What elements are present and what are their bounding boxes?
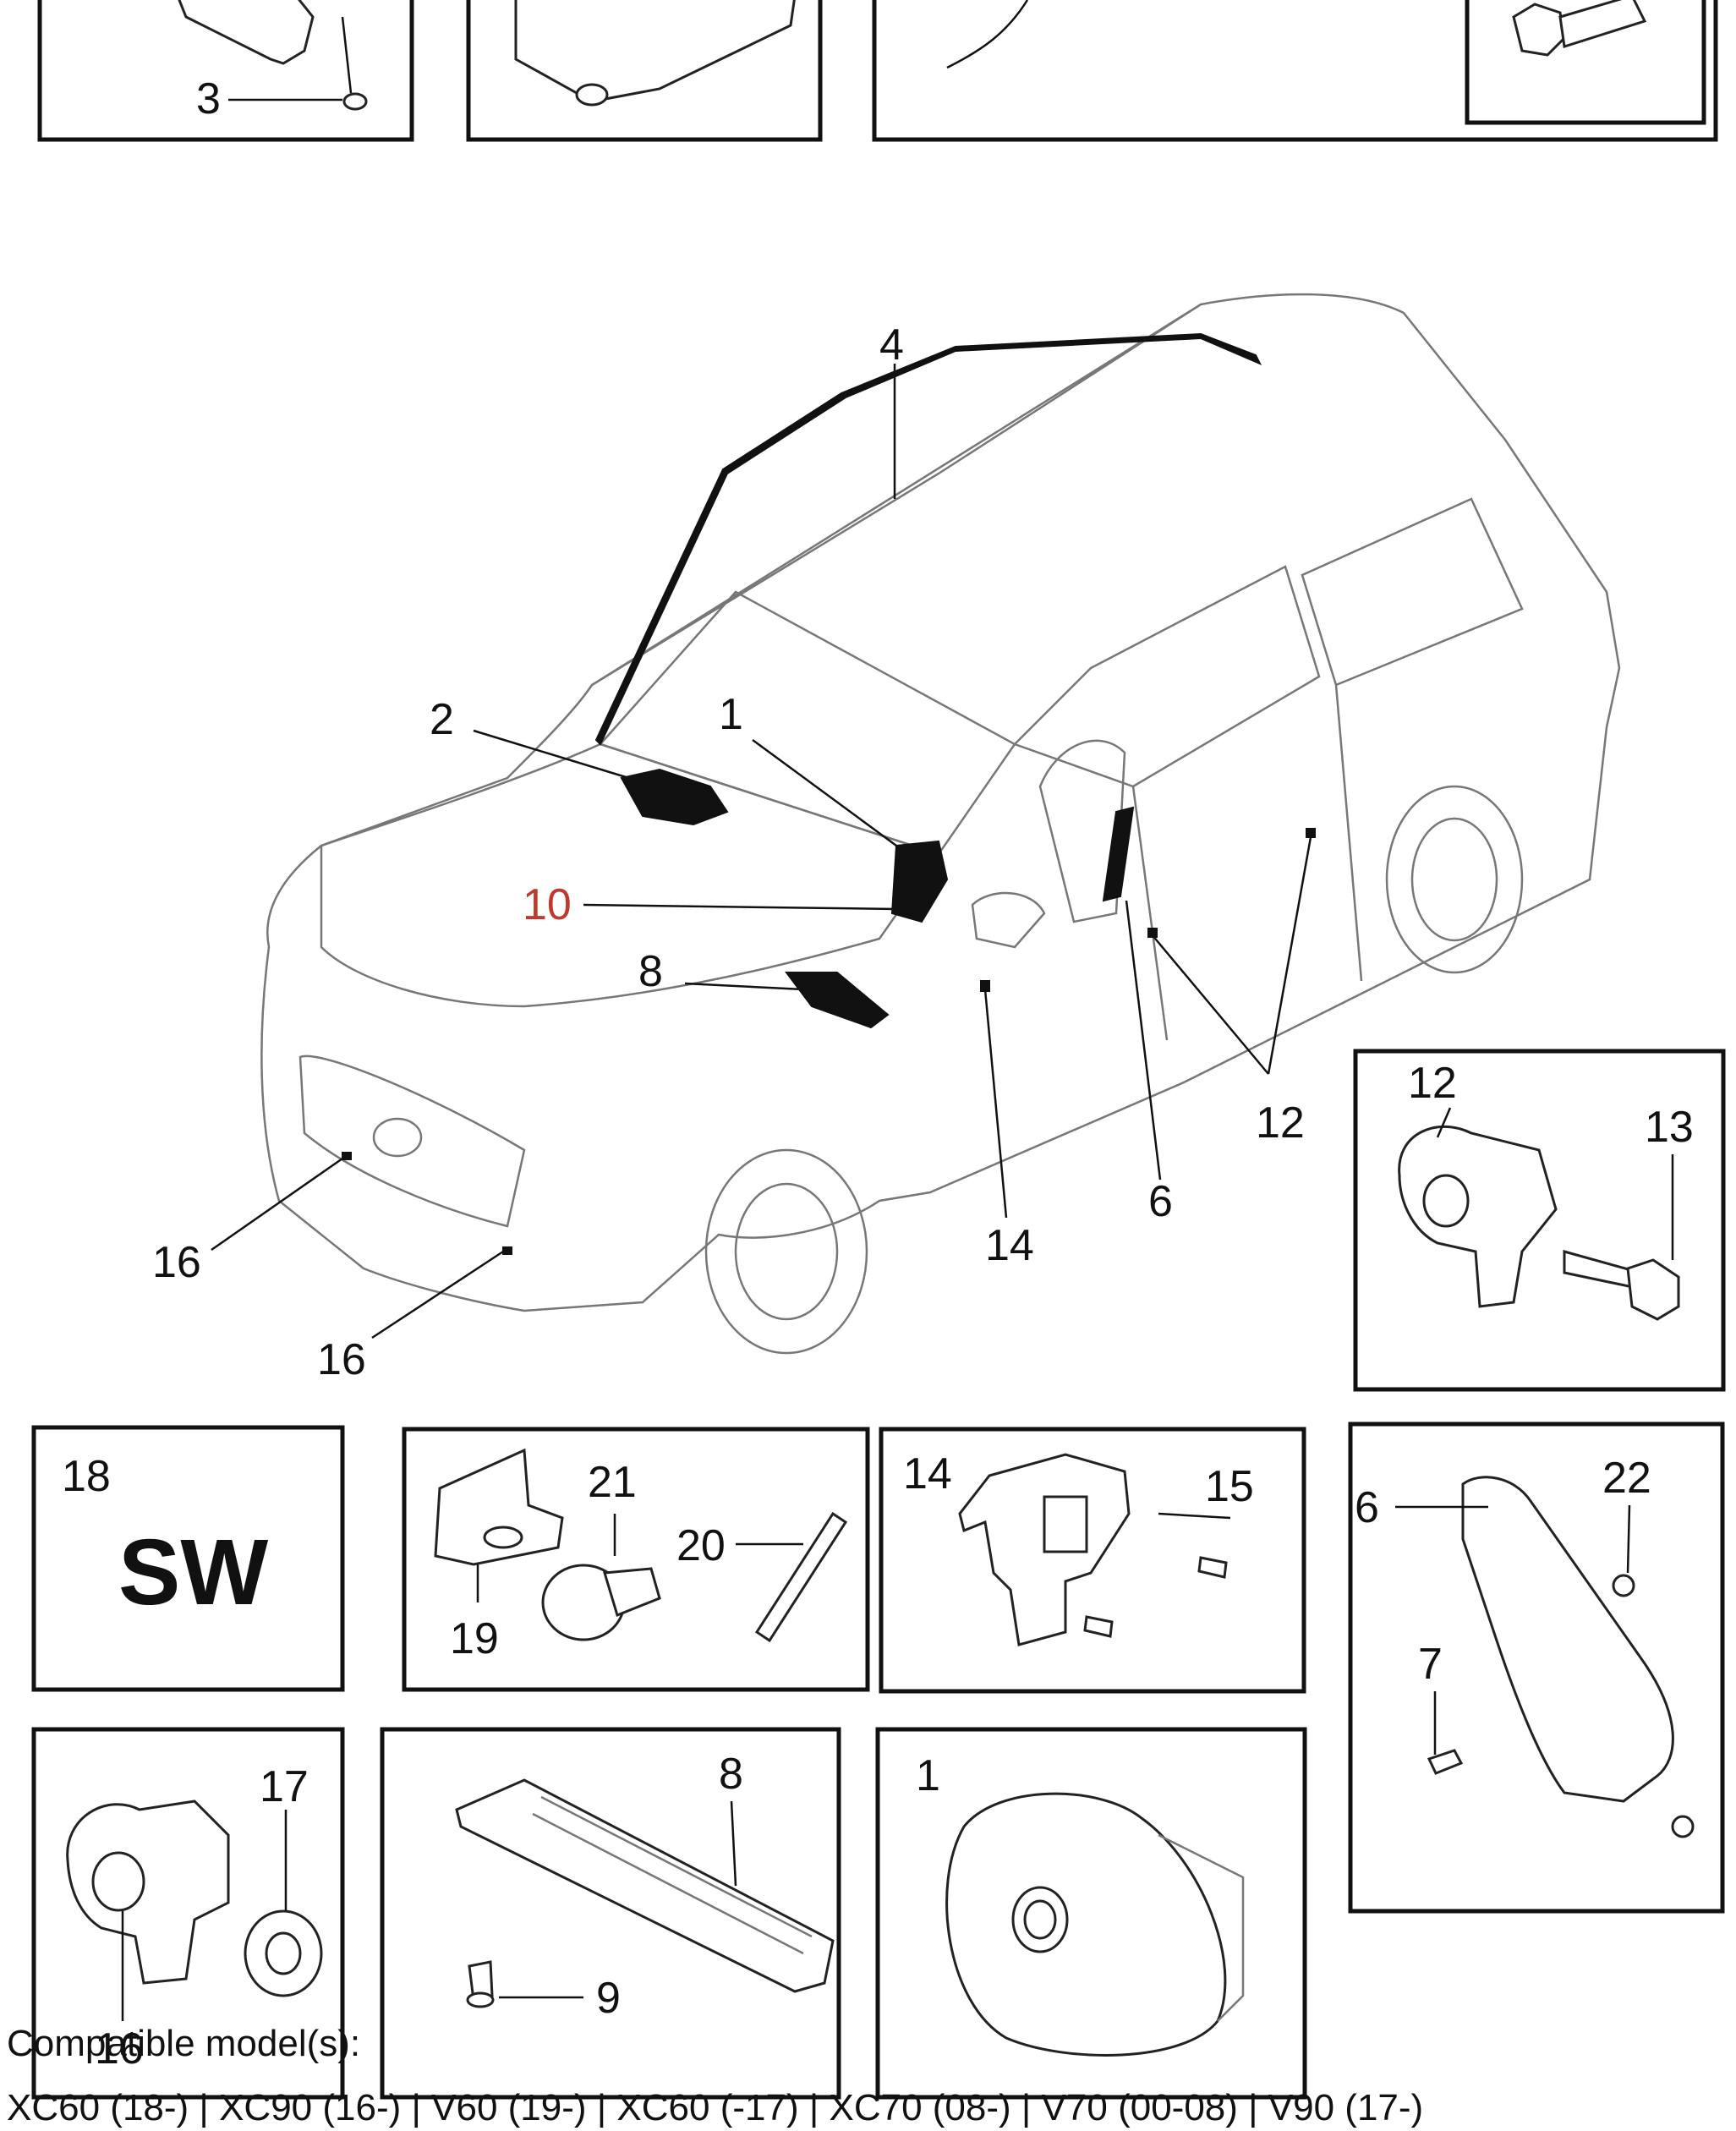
rear-wheel xyxy=(1385,785,1524,974)
side-callout-22: 22 xyxy=(1602,1454,1651,1503)
clip-21-shank xyxy=(603,1567,661,1618)
knock-box-frame xyxy=(31,1727,345,2100)
knee-airbag-box: 8 9 xyxy=(380,1727,841,2100)
sensor-16a-marker xyxy=(342,1152,352,1160)
front-wheel xyxy=(704,1148,868,1355)
curtain-end-drawing xyxy=(946,0,1029,69)
knock-callout-17: 17 xyxy=(260,1762,309,1811)
rivet-20-drawing xyxy=(754,1511,848,1643)
steering-airbag-highlight xyxy=(890,840,949,923)
callout-2: 2 xyxy=(430,695,454,744)
module-14-window xyxy=(1043,1495,1088,1553)
bracket-box-frame xyxy=(402,1427,870,1692)
screw-15a xyxy=(1197,1556,1228,1579)
side-airbag-box: 6 22 7 xyxy=(1348,1422,1725,1914)
sensor-16b-marker xyxy=(502,1246,512,1255)
wheel-box-frame xyxy=(875,1727,1307,2100)
rear-side-window xyxy=(1301,497,1524,687)
bracket-box: 19 21 20 xyxy=(402,1427,870,1692)
callout-1: 1 xyxy=(719,690,743,739)
top-box-3-frame xyxy=(872,0,1718,142)
sensor-box-frame xyxy=(1353,1049,1726,1392)
callout-8: 8 xyxy=(638,947,663,996)
top-box-1-frame xyxy=(37,0,414,142)
side-callout-6: 6 xyxy=(1355,1483,1379,1532)
car-body-outline xyxy=(260,293,1621,1312)
knock-callout-16: 16 xyxy=(95,2024,144,2073)
callout-12: 12 xyxy=(1256,1098,1305,1148)
top-box-curtain-bolt xyxy=(872,0,1718,142)
sensor-module-drawing xyxy=(514,0,796,103)
knee-airbag-8-drawing xyxy=(455,1778,835,1993)
bolt-inset-frame xyxy=(1465,0,1706,125)
passenger-airbag-highlight xyxy=(620,768,729,826)
callout-16-lower: 16 xyxy=(317,1335,366,1384)
callout-10: 10 xyxy=(523,880,572,929)
module-callout-15: 15 xyxy=(1205,1462,1254,1511)
car-drawing: 4 2 1 10 8 16 16 14 6 12 xyxy=(152,293,1621,1384)
module-callout-14: 14 xyxy=(903,1449,952,1498)
top-box-control-unit: 3 xyxy=(37,0,414,142)
bracket-callout-20: 20 xyxy=(676,1521,726,1570)
module-box-frame xyxy=(879,1427,1306,1694)
sw-box-frame xyxy=(31,1425,345,1692)
bracket-19-drawing xyxy=(434,1448,564,1566)
top-box-sensor-module xyxy=(466,0,823,142)
sensor-12-drawing xyxy=(1398,1125,1558,1308)
screw-15b xyxy=(1083,1615,1114,1638)
bolt-13-head xyxy=(1626,1258,1680,1321)
knee-callout-9: 9 xyxy=(596,1974,621,2023)
sensor-callout-12: 12 xyxy=(1408,1059,1457,1108)
knock-sensor-box: 17 16 xyxy=(31,1727,345,2100)
sensor-12b-marker xyxy=(1306,828,1316,838)
compatible-models-list: XC60 (18-) | XC90 (16-) | V60 (19-) | XC… xyxy=(7,2087,1424,2128)
compatible-models-title: Compatible model(s): xyxy=(7,2023,361,2064)
steering-airbag-box: 1 xyxy=(875,1727,1307,2100)
side-airbag-highlight xyxy=(1102,806,1135,902)
wheel-airbag-1-drawing xyxy=(945,1792,1227,2057)
curtain-airbag-highlight xyxy=(594,332,1262,746)
car-roof-line xyxy=(591,303,1202,687)
callout-16-upper: 16 xyxy=(152,1238,201,1287)
software-box: 18 SW xyxy=(31,1425,345,1692)
front-seat xyxy=(1038,739,1126,923)
side-airbag-6-drawing xyxy=(1461,1476,1674,1803)
screw-7 xyxy=(1427,1749,1464,1775)
bracket-callout-19: 19 xyxy=(450,1614,499,1663)
side-airbag-box-frame xyxy=(1348,1422,1725,1914)
sw-callout-18: 18 xyxy=(62,1452,111,1501)
sensor-box: 12 13 xyxy=(1353,1049,1726,1392)
callout-14: 14 xyxy=(985,1221,1034,1270)
screw-drawing xyxy=(342,92,368,111)
control-unit-drawing xyxy=(178,0,315,65)
bolt-head-drawing xyxy=(1512,3,1566,57)
knee-airbag-highlight xyxy=(785,972,890,1029)
nut-22-upper xyxy=(1612,1574,1635,1597)
top-box-2-frame xyxy=(466,0,823,142)
side-callout-7: 7 xyxy=(1418,1640,1443,1689)
callout-6: 6 xyxy=(1148,1177,1173,1226)
sw-label: SW xyxy=(118,1520,268,1624)
nut-22-lower xyxy=(1671,1815,1695,1838)
front-side-window xyxy=(1012,565,1321,788)
callout-4: 4 xyxy=(879,320,904,370)
knock-sensor-drawing xyxy=(66,1800,230,1985)
bracket-callout-21: 21 xyxy=(588,1458,637,1507)
wheel-callout-1: 1 xyxy=(916,1751,940,1800)
knee-box-frame xyxy=(380,1727,841,2100)
sensor-callout-13: 13 xyxy=(1645,1103,1694,1152)
grille-logo xyxy=(372,1117,423,1158)
module-box: 14 15 xyxy=(879,1427,1306,1694)
callout-3: 3 xyxy=(196,74,221,123)
hood xyxy=(320,742,940,1008)
knee-callout-8: 8 xyxy=(719,1750,743,1799)
grille xyxy=(298,1055,526,1228)
side-mirror xyxy=(971,891,1046,949)
